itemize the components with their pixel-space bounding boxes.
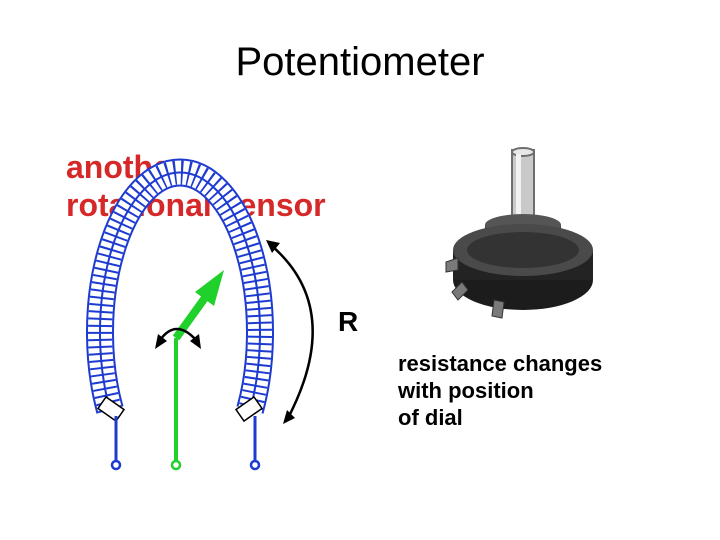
dial-rotation-arrow bbox=[266, 240, 314, 424]
description-line-3: of dial bbox=[398, 405, 463, 430]
rotation-arrow-icon bbox=[155, 327, 201, 349]
wiper bbox=[170, 270, 224, 471]
description-line-1: resistance changes bbox=[398, 351, 603, 376]
potentiometer-photo bbox=[428, 140, 598, 330]
terminal-left bbox=[110, 416, 122, 471]
description: resistance changes with position of dial bbox=[398, 350, 602, 431]
description-line-2: with position bbox=[398, 378, 534, 403]
page-title: Potentiometer bbox=[235, 40, 485, 84]
resistance-label: R bbox=[338, 306, 359, 337]
resistive-coil bbox=[86, 158, 274, 423]
terminal-right bbox=[249, 416, 261, 471]
